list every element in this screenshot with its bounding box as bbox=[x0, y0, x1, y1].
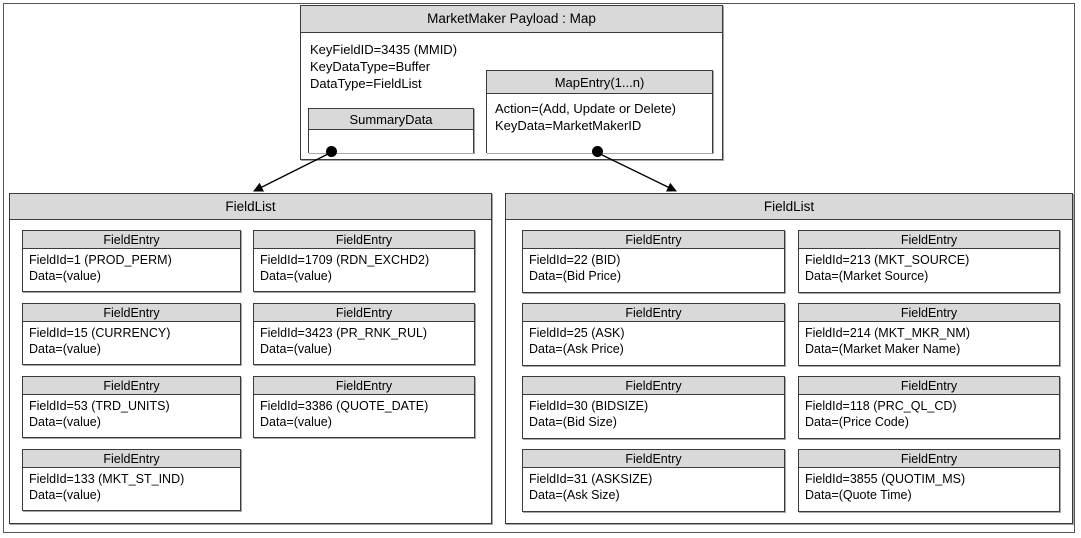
fieldentry-line-data: Data=(Price Code) bbox=[805, 415, 909, 429]
fieldentry-quotim-ms: FieldEntry FieldId=3855 (QUOTIM_MS) Data… bbox=[798, 449, 1060, 512]
fieldentry-body: FieldId=3855 (QUOTIM_MS) Data=(Quote Tim… bbox=[799, 468, 1059, 503]
fieldentry-body: FieldId=30 (BIDSIZE) Data=(Bid Size) bbox=[523, 395, 784, 430]
fieldlist-left-header: FieldList bbox=[10, 194, 491, 220]
fieldentry-header: FieldEntry bbox=[254, 304, 474, 322]
fieldentry-header: FieldEntry bbox=[523, 450, 784, 468]
fieldentry-line-data: Data=(value) bbox=[260, 342, 332, 356]
fieldentry-line-data: Data=(Bid Size) bbox=[529, 415, 617, 429]
payload-line-keyfieldid: KeyFieldID=3435 (MMID) bbox=[310, 42, 458, 57]
fieldentry-line-fieldid: FieldId=30 (BIDSIZE) bbox=[529, 399, 649, 413]
fieldentry-rdn-exchd2: FieldEntry FieldId=1709 (RDN_EXCHD2) Dat… bbox=[253, 230, 475, 292]
fieldentry-header: FieldEntry bbox=[23, 231, 240, 249]
fieldentry-mkt-source: FieldEntry FieldId=213 (MKT_SOURCE) Data… bbox=[798, 230, 1060, 293]
fieldentry-body: FieldId=1709 (RDN_EXCHD2) Data=(value) bbox=[254, 249, 474, 284]
payload-header: MarketMaker Payload : Map bbox=[301, 6, 722, 33]
fieldentry-header: FieldEntry bbox=[23, 450, 240, 468]
fieldentry-line-fieldid: FieldId=3386 (QUOTE_DATE) bbox=[260, 399, 429, 413]
fieldentry-header: FieldEntry bbox=[523, 304, 784, 322]
fieldentry-body: FieldId=3386 (QUOTE_DATE) Data=(value) bbox=[254, 395, 474, 430]
summary-data-box: SummaryData bbox=[308, 108, 474, 153]
payload-line-datatype: DataType=FieldList bbox=[310, 76, 422, 91]
fieldentry-body: FieldId=133 (MKT_ST_IND) Data=(value) bbox=[23, 468, 240, 503]
fieldentry-line-data: Data=(value) bbox=[29, 415, 101, 429]
fieldentry-line-data: Data=(Bid Price) bbox=[529, 269, 622, 283]
fieldlist-panel-right: FieldList FieldEntry FieldId=22 (BID) Da… bbox=[505, 193, 1073, 524]
fieldentry-prc-ql-cd: FieldEntry FieldId=118 (PRC_QL_CD) Data=… bbox=[798, 376, 1060, 439]
fieldlist-panel-left: FieldList FieldEntry FieldId=1 (PROD_PER… bbox=[9, 193, 492, 524]
fieldentry-line-fieldid: FieldId=53 (TRD_UNITS) bbox=[29, 399, 170, 413]
fieldentry-ask: FieldEntry FieldId=25 (ASK) Data=(Ask Pr… bbox=[522, 303, 785, 366]
fieldentry-line-fieldid: FieldId=22 (BID) bbox=[529, 253, 621, 267]
map-entry-connector-dot bbox=[592, 146, 603, 157]
fieldentry-quote-date: FieldEntry FieldId=3386 (QUOTE_DATE) Dat… bbox=[253, 376, 475, 438]
fieldentry-line-data: Data=(Market Source) bbox=[805, 269, 929, 283]
fieldentry-line-fieldid: FieldId=133 (MKT_ST_IND) bbox=[29, 472, 185, 486]
fieldentry-line-fieldid: FieldId=3423 (PR_RNK_RUL) bbox=[260, 326, 428, 340]
fieldentry-header: FieldEntry bbox=[799, 304, 1059, 322]
fieldentry-body: FieldId=3423 (PR_RNK_RUL) Data=(value) bbox=[254, 322, 474, 357]
fieldentry-body: FieldId=118 (PRC_QL_CD) Data=(Price Code… bbox=[799, 395, 1059, 430]
summary-data-body bbox=[309, 130, 473, 153]
fieldentry-body: FieldId=31 (ASKSIZE) Data=(Ask Size) bbox=[523, 468, 784, 503]
fieldentry-header: FieldEntry bbox=[799, 377, 1059, 395]
fieldentry-line-data: Data=(Market Maker Name) bbox=[805, 342, 961, 356]
fieldentry-body: FieldId=1 (PROD_PERM) Data=(value) bbox=[23, 249, 240, 284]
fieldentry-currency: FieldEntry FieldId=15 (CURRENCY) Data=(v… bbox=[22, 303, 241, 365]
fieldentry-mkt-st-ind: FieldEntry FieldId=133 (MKT_ST_IND) Data… bbox=[22, 449, 241, 511]
fieldentry-prod-perm: FieldEntry FieldId=1 (PROD_PERM) Data=(v… bbox=[22, 230, 241, 292]
fieldentry-header: FieldEntry bbox=[523, 231, 784, 249]
fieldentry-body: FieldId=213 (MKT_SOURCE) Data=(Market So… bbox=[799, 249, 1059, 284]
fieldentry-header: FieldEntry bbox=[523, 377, 784, 395]
map-entry-line-action: Action=(Add, Update or Delete) bbox=[495, 101, 677, 116]
fieldentry-line-data: Data=(value) bbox=[29, 488, 101, 502]
fieldentry-header: FieldEntry bbox=[23, 304, 240, 322]
fieldentry-line-fieldid: FieldId=1 (PROD_PERM) bbox=[29, 253, 172, 267]
fieldentry-line-data: Data=(value) bbox=[260, 415, 332, 429]
map-entry-box: MapEntry(1...n) Action=(Add, Update or D… bbox=[486, 70, 713, 153]
fieldentry-line-data: Data=(value) bbox=[29, 269, 101, 283]
fieldentry-bid: FieldEntry FieldId=22 (BID) Data=(Bid Pr… bbox=[522, 230, 785, 293]
fieldentry-line-fieldid: FieldId=15 (CURRENCY) bbox=[29, 326, 171, 340]
fieldentry-header: FieldEntry bbox=[23, 377, 240, 395]
fieldentry-line-fieldid: FieldId=1709 (RDN_EXCHD2) bbox=[260, 253, 430, 267]
map-entry-header: MapEntry(1...n) bbox=[487, 71, 712, 94]
fieldentry-body: FieldId=22 (BID) Data=(Bid Price) bbox=[523, 249, 784, 284]
fieldentry-line-fieldid: FieldId=118 (PRC_QL_CD) bbox=[805, 399, 957, 413]
fieldentry-line-data: Data=(value) bbox=[29, 342, 101, 356]
summary-data-connector-dot bbox=[326, 146, 337, 157]
fieldentry-line-fieldid: FieldId=3855 (QUOTIM_MS) bbox=[805, 472, 966, 486]
summary-data-header: SummaryData bbox=[309, 109, 473, 130]
fieldlist-right-header: FieldList bbox=[506, 194, 1072, 220]
fieldentry-line-data: Data=(value) bbox=[260, 269, 332, 283]
fieldentry-line-data: Data=(Ask Size) bbox=[529, 488, 620, 502]
fieldentry-line-fieldid: FieldId=214 (MKT_MKR_NM) bbox=[805, 326, 970, 340]
fieldentry-header: FieldEntry bbox=[254, 377, 474, 395]
map-entry-body: Action=(Add, Update or Delete) KeyData=M… bbox=[487, 94, 712, 153]
fieldentry-header: FieldEntry bbox=[799, 450, 1059, 468]
fieldentry-bidsize: FieldEntry FieldId=30 (BIDSIZE) Data=(Bi… bbox=[522, 376, 785, 439]
fieldentry-line-data: Data=(Ask Price) bbox=[529, 342, 624, 356]
payload-line-keydatatype: KeyDataType=Buffer bbox=[310, 59, 431, 74]
fieldentry-line-fieldid: FieldId=213 (MKT_SOURCE) bbox=[805, 253, 970, 267]
fieldentry-header: FieldEntry bbox=[799, 231, 1059, 249]
fieldentry-pr-rnk-rul: FieldEntry FieldId=3423 (PR_RNK_RUL) Dat… bbox=[253, 303, 475, 365]
fieldentry-body: FieldId=53 (TRD_UNITS) Data=(value) bbox=[23, 395, 240, 430]
fieldentry-mkt-mkr-nm: FieldEntry FieldId=214 (MKT_MKR_NM) Data… bbox=[798, 303, 1060, 366]
fieldentry-body: FieldId=25 (ASK) Data=(Ask Price) bbox=[523, 322, 784, 357]
fieldentry-body: FieldId=214 (MKT_MKR_NM) Data=(Market Ma… bbox=[799, 322, 1059, 357]
fieldentry-asksize: FieldEntry FieldId=31 (ASKSIZE) Data=(As… bbox=[522, 449, 785, 512]
fieldentry-line-fieldid: FieldId=25 (ASK) bbox=[529, 326, 625, 340]
fieldentry-line-data: Data=(Quote Time) bbox=[805, 488, 912, 502]
fieldentry-body: FieldId=15 (CURRENCY) Data=(value) bbox=[23, 322, 240, 357]
fieldentry-line-fieldid: FieldId=31 (ASKSIZE) bbox=[529, 472, 653, 486]
fieldentry-header: FieldEntry bbox=[254, 231, 474, 249]
fieldentry-trd-units: FieldEntry FieldId=53 (TRD_UNITS) Data=(… bbox=[22, 376, 241, 438]
payload-body: KeyFieldID=3435 (MMID) KeyDataType=Buffe… bbox=[301, 33, 722, 159]
map-entry-line-keydata: KeyData=MarketMakerID bbox=[495, 118, 642, 133]
